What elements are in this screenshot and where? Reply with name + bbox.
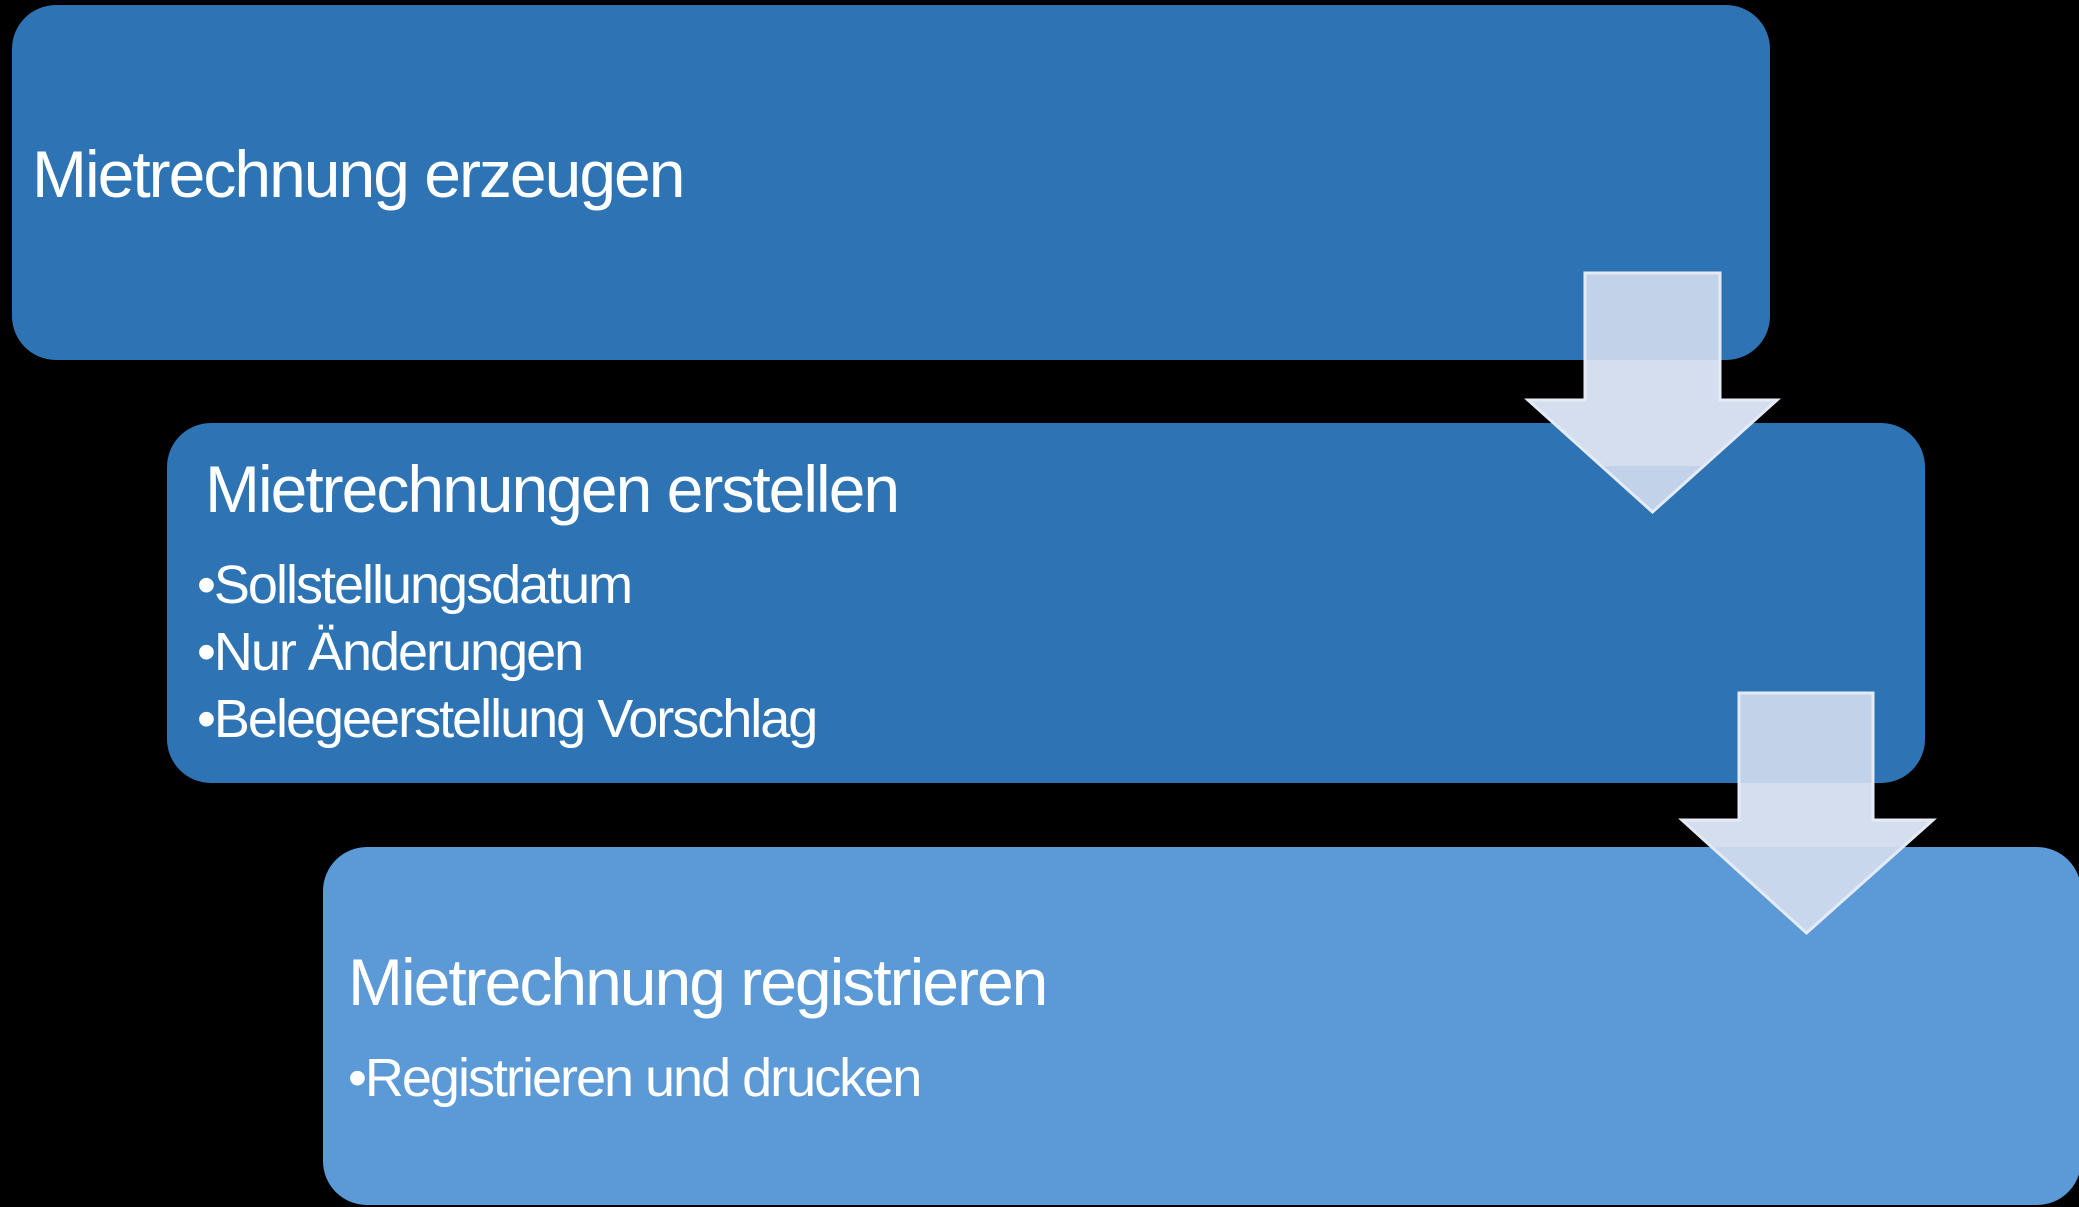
step-2-bullets: Sollstellungsdatum Nur Änderungen Belege… (197, 552, 818, 753)
step-3-bullets: Registrieren und drucken (348, 1045, 922, 1112)
step-1-title: Mietrechnung erzeugen (32, 137, 685, 211)
bullet-item: Sollstellungsdatum (197, 552, 816, 619)
step-2-title: Mietrechnungen erstellen (205, 452, 900, 526)
step-3-title: Mietrechnung registrieren (348, 945, 1048, 1019)
process-step-1-box (12, 5, 1770, 360)
bullet-item: Registrieren und drucken (348, 1045, 922, 1112)
bullet-item: Nur Änderungen (197, 619, 816, 686)
bullet-item: Belegeerstellung Vorschlag (197, 686, 818, 753)
process-step-3-box (323, 847, 2079, 1205)
